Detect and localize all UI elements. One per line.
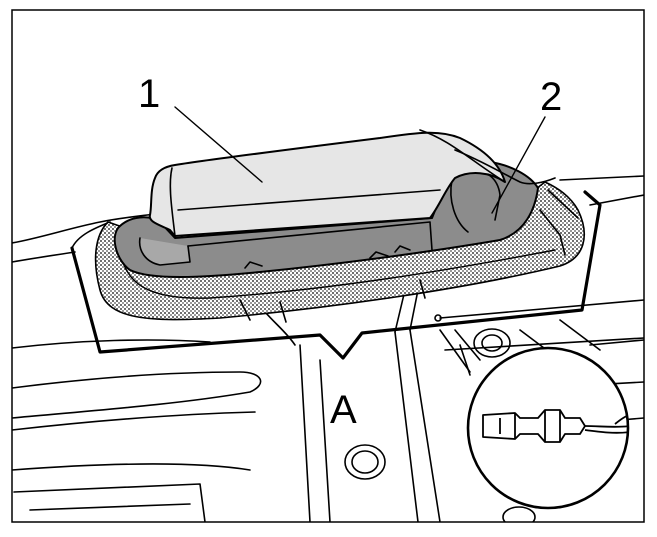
leader-line-1 [174, 106, 263, 183]
vehicle-body-structure [12, 175, 644, 522]
sensor-cable [584, 425, 628, 428]
callout-label-1: 1 [138, 72, 160, 116]
part-1-component [148, 131, 506, 237]
view-label-a: A [330, 388, 357, 432]
detail-magnifier [466, 346, 630, 510]
leader-line-2 [491, 116, 546, 214]
detail-view-outline [70, 190, 602, 360]
callout-label-2: 2 [540, 75, 562, 119]
